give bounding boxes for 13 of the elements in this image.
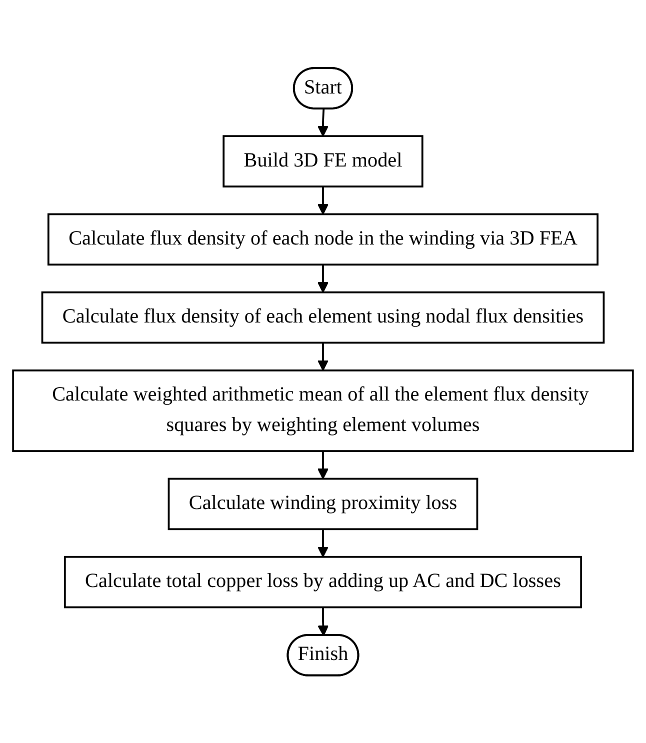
node-box: [64, 556, 582, 608]
arrow: [317, 342, 329, 371]
arrow: [317, 264, 329, 293]
arrow: [318, 607, 329, 636]
arrow: [317, 186, 329, 215]
arrow: [317, 528, 329, 558]
node-box: [47, 213, 599, 266]
node-box: [41, 291, 605, 344]
arrow: [317, 450, 329, 480]
node-box: [168, 478, 478, 530]
arrow: [317, 108, 329, 136]
node-box: [222, 134, 424, 188]
node-box: [12, 369, 634, 452]
